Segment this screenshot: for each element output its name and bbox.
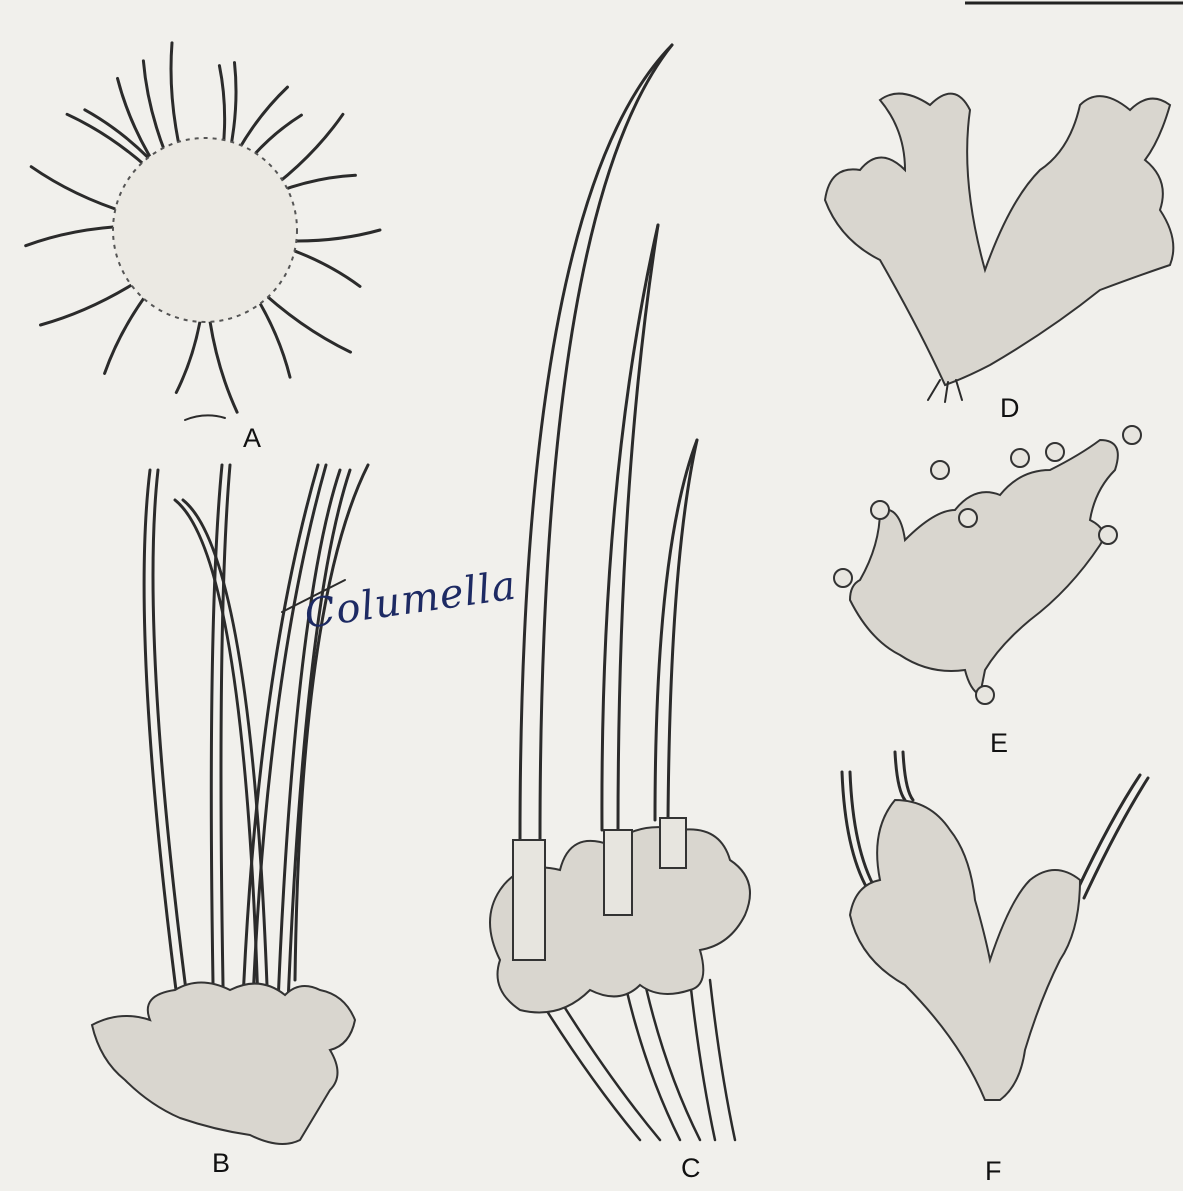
specimen-b — [92, 465, 368, 1144]
specimen-c-collar-1 — [513, 840, 545, 960]
specimen-c — [490, 45, 750, 1140]
specimen-c-collar-3 — [660, 818, 686, 868]
specimen-a — [26, 43, 380, 420]
label-a: A — [243, 425, 261, 452]
specimen-f — [842, 752, 1148, 1100]
label-e: E — [990, 730, 1008, 757]
specimen-e-knob — [959, 509, 977, 527]
specimen-e — [834, 426, 1141, 704]
label-d: D — [1000, 395, 1020, 422]
specimen-f-thallus — [850, 800, 1080, 1100]
specimen-d — [825, 94, 1173, 402]
specimen-e-knob — [976, 686, 994, 704]
specimen-e-thallus — [850, 440, 1118, 695]
specimen-e-knob — [834, 569, 852, 587]
label-c: C — [681, 1155, 701, 1182]
specimen-e-knob — [1123, 426, 1141, 444]
specimen-e-knob — [1046, 443, 1064, 461]
specimen-b-base — [92, 983, 355, 1145]
specimen-a-mark — [185, 415, 225, 420]
label-f: F — [985, 1158, 1002, 1185]
specimen-d-thallus — [825, 94, 1173, 385]
specimen-e-knob — [1011, 449, 1029, 467]
specimen-e-knob — [1099, 526, 1117, 544]
specimen-a-center — [113, 138, 297, 322]
specimen-c-spines — [520, 45, 697, 840]
label-b: B — [212, 1150, 230, 1177]
specimen-e-knob — [871, 501, 889, 519]
specimen-c-collar-2 — [604, 830, 632, 915]
specimen-e-knob — [931, 461, 949, 479]
